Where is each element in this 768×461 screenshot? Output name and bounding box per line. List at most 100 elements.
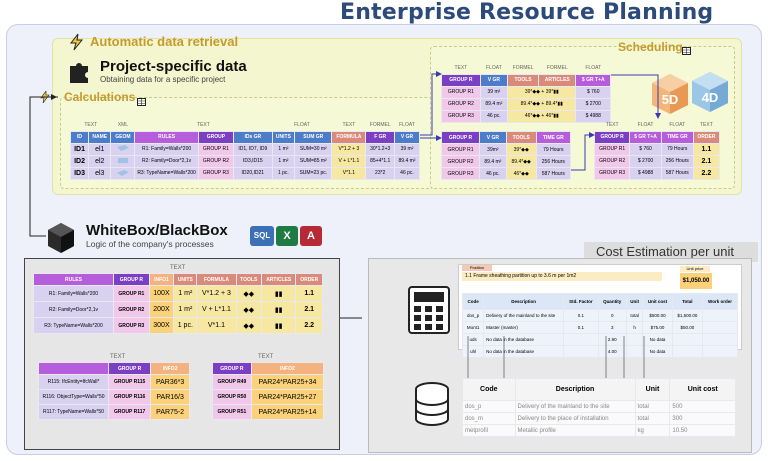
- table-row: GROUP R51 PAR24*PAR25+14: [212, 404, 325, 420]
- col-ids-gr: IDs GR: [233, 130, 273, 144]
- cell: 46*◆◆: [505, 167, 537, 180]
- cell: total: [634, 412, 671, 425]
- table-row: GROUP R3 $ 4988 587 Hours 2.2: [593, 166, 721, 180]
- col-sum-gr: SUM GR: [294, 130, 333, 144]
- col-unit-cost: Unit cost: [669, 378, 736, 401]
- cell: No data in the database: [483, 345, 565, 358]
- sql-icon: SQL: [250, 226, 274, 246]
- project-data-title: Project-specific data: [100, 58, 247, 75]
- cell: 2.2: [295, 317, 323, 334]
- col-f-gr: F GR: [365, 130, 395, 144]
- cell: ◆◆: [235, 285, 262, 302]
- cell: R3: TypeName=Walls*200: [134, 166, 199, 180]
- col-v-gr: V GR: [478, 131, 507, 144]
- col-units: UNITS: [173, 273, 198, 286]
- cell: [701, 345, 739, 358]
- cell: ▮▮: [260, 285, 297, 302]
- table-row: GROUP R1 39 m² 39*◆◆ + 39*▮▮ $ 760: [441, 85, 611, 99]
- database-icon: [414, 382, 450, 431]
- cell: PAR24*PAR25+14: [250, 404, 325, 420]
- cell: $ 2700: [575, 97, 611, 111]
- col-unit: Unit: [634, 378, 671, 401]
- group-header: FLOAT: [669, 121, 686, 128]
- cost-db-table: Code Description Unit Unit cost dos_p De…: [462, 378, 736, 437]
- cube-5d-icon: 5D: [650, 72, 690, 121]
- cell: GROUP R3: [113, 317, 150, 334]
- cell: $ 4988: [575, 109, 611, 123]
- col-articles: ARTICLES: [260, 273, 297, 286]
- cell: R3: TypeName=Walls*200: [33, 317, 114, 334]
- cell: ◆◆: [235, 301, 262, 318]
- group-header: FORMEL: [546, 64, 568, 71]
- cell: dos_m: [462, 412, 516, 425]
- col-quantity: Quantity: [597, 293, 627, 310]
- cell: 587 Hours: [535, 167, 572, 180]
- cell: [671, 345, 703, 358]
- cell: 500: [669, 400, 736, 413]
- cell: GROUP R1: [197, 142, 235, 156]
- calc-table: TEXT XML TEXT FLOAT TEXT FORMEL FLOAT ID…: [69, 119, 421, 180]
- col-info2: INFO2: [150, 362, 190, 375]
- table-row: R116: ObjectType=Walls*50 GROUP R116 PAR…: [38, 389, 190, 405]
- table-row: dos_p Delivery of the mainland to the si…: [462, 400, 736, 413]
- group-header: FLOAT: [399, 121, 415, 128]
- cell: R1: Family=Walls*200: [33, 285, 114, 302]
- project-data-subtitle: Obtaining data for a specific project: [100, 75, 226, 84]
- cell: 300: [669, 412, 736, 425]
- cell: No data: [642, 345, 673, 358]
- cell: PAR16/3: [150, 389, 190, 405]
- group-header: TEXT: [197, 121, 210, 128]
- schedule-order-table: TEXT FLOAT FLOAT TEXT GROUP R $ GR T+A T…: [593, 119, 721, 180]
- cell: metprofil: [462, 424, 516, 437]
- cell: 256 Hours: [660, 154, 694, 168]
- cell: ◆◆: [235, 317, 262, 334]
- table-row: R2: Family=Door*2,1v GROUP R2 200X 1 m² …: [33, 301, 323, 318]
- cell: $ 760: [629, 142, 662, 156]
- cost-title-bar: [584, 242, 758, 262]
- table-row: GROUP R3 46 pc. 46*◆◆ 587 Hours: [441, 167, 572, 180]
- cell: Delivery of the mainland to the site: [514, 400, 636, 413]
- table-row: GROUP R2 89.4 m² 89.4*◆◆ + 89.4*▮▮ $ 270…: [441, 97, 611, 111]
- group-header: FORMEL: [512, 64, 534, 71]
- col-id: ID: [69, 130, 90, 144]
- cell: 46*◆◆ + 46*▮▮: [507, 109, 577, 123]
- cell: 23*2: [365, 166, 395, 180]
- table-row: R117: TypeName=Walls*50 GROUP R117 PAR75…: [38, 404, 190, 420]
- cell: $ 760: [575, 85, 611, 99]
- group-header: TEXT: [605, 121, 619, 128]
- cell: PAR36*3: [150, 374, 190, 390]
- col-code: Code: [462, 378, 516, 401]
- group-header: TEXT: [258, 354, 274, 360]
- cell: 1 pc.: [173, 317, 198, 334]
- group-header: TEXT: [454, 64, 468, 71]
- table-row: uhl No data in the database 4.00 No data: [461, 345, 739, 358]
- cell: 2.1: [692, 154, 721, 168]
- lightning-icon: [68, 33, 86, 56]
- group-header: XML: [117, 121, 129, 128]
- table-row: GROUP R1 $ 760 79 Hours 1.1: [593, 142, 721, 156]
- col-std-factor: Std. Factor: [563, 293, 599, 310]
- cell: V*1.1: [331, 166, 367, 180]
- cell: GROUP R2: [441, 155, 480, 168]
- cell: 46 pc.: [479, 109, 509, 123]
- auto-retrieval-label: Automatic data retrieval: [90, 34, 239, 49]
- table-row: GROUP R49 PAR24*PAR25+34: [212, 374, 325, 390]
- cell: 2.2: [692, 166, 721, 180]
- cell: R1: Family=Walls*200: [134, 142, 199, 156]
- cell: ▮▮: [260, 317, 297, 334]
- access-icon: A: [300, 226, 322, 246]
- cell: GROUP R3: [593, 166, 631, 180]
- cell: 1.1: [295, 285, 323, 302]
- five-d-text: 5D: [662, 92, 679, 107]
- cell: Metallic profile: [514, 424, 636, 437]
- calculations-label: Calculations: [64, 90, 136, 104]
- col-name: NAME: [88, 130, 112, 144]
- table-row: GROUP R50 PAR24*PAR25+27: [212, 389, 325, 405]
- group-header: FORMEL: [369, 121, 391, 128]
- cell: V*1.1: [196, 317, 237, 334]
- group-header: TEXT: [84, 121, 98, 128]
- table-row: Mont1 Master (master) 0.1 3 h $75.00 $50…: [461, 321, 739, 334]
- cell: GROUP R117: [107, 404, 152, 420]
